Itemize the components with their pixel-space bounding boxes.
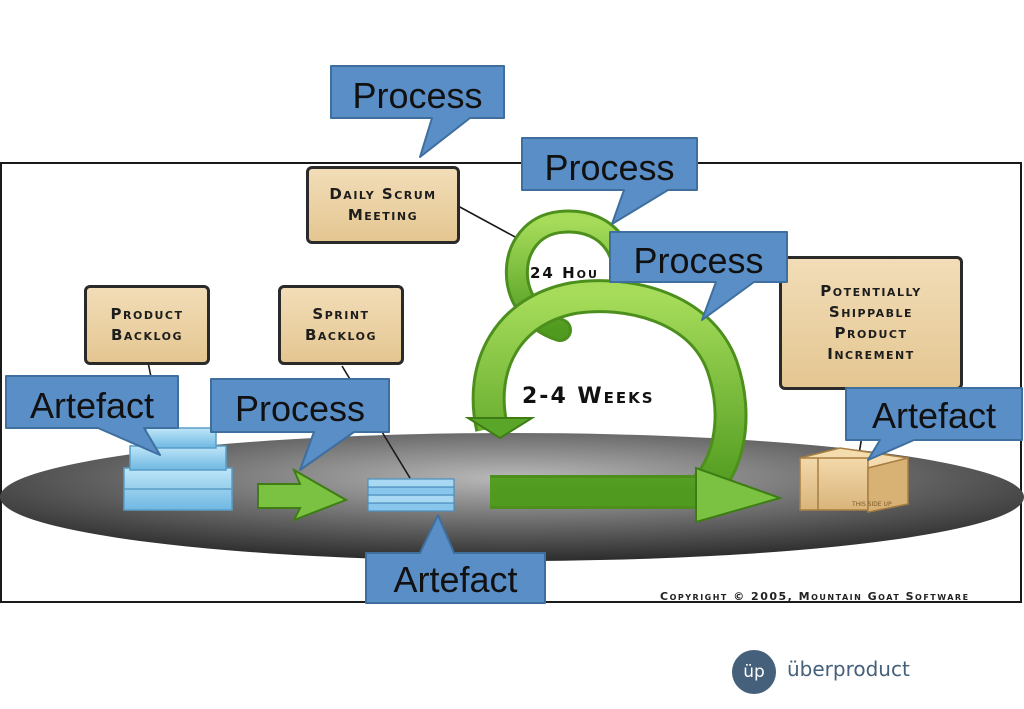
increment-line-2: Shippable: [828, 303, 914, 321]
callout-bubble-artefact-product-backlog: [5, 375, 179, 456]
uberproduct-logo: üp: [732, 650, 776, 694]
callout-bubble-process-daily: [330, 65, 505, 158]
sprint-backlog-box: Sprint Backlog: [278, 285, 404, 365]
product-backlog-stack: [123, 427, 233, 511]
callout-artefact-sprint-backlog: Artefact: [393, 559, 518, 600]
increment-line-4: Increment: [827, 345, 915, 363]
callout-bubble-artefact-sprint-backlog: [365, 514, 546, 604]
daily-cycle-label: 24 Hou: [530, 264, 599, 282]
sprint-cycle-label: 2-4 Weeks: [522, 384, 655, 409]
increment-line-1: Potentially: [820, 282, 922, 300]
sprint-loop-arrowhead: [464, 417, 536, 440]
callout-bubble-process-planning: [210, 378, 390, 471]
callout-bubble-process-loop: [521, 137, 698, 225]
callout-process-daily: Process: [352, 75, 483, 116]
product-backlog-line-1: Product: [110, 305, 184, 323]
product-backlog-line-2: Backlog: [110, 326, 184, 344]
callout-artefact-product-backlog: Artefact: [29, 385, 155, 426]
daily-scrum-line-1: Daily Scrum: [329, 185, 437, 203]
release-arrowhead: [695, 466, 784, 524]
daily-scrum-box: Daily Scrum Meeting: [306, 166, 460, 244]
increment-line-3: Product: [834, 324, 908, 342]
callout-process-loop: Process: [544, 147, 675, 188]
copyright-notice: Copyright © 2005, Mountain Goat Software: [660, 590, 970, 603]
increment-crate: [799, 447, 909, 513]
logo-text: üp: [743, 662, 765, 682]
product-backlog-box: Product Backlog: [84, 285, 210, 365]
callout-artefact-increment: Artefact: [871, 395, 997, 436]
callout-process-sprint: Process: [633, 240, 764, 281]
sprint-backlog-line-2: Backlog: [304, 326, 378, 344]
sprint-backlog-line-1: Sprint: [312, 305, 370, 323]
callout-process-planning: Process: [234, 388, 366, 429]
brand-name: überproduct: [787, 657, 910, 681]
increment-box: Potentially Shippable Product Increment: [779, 256, 963, 390]
crate-label: THIS SIDE UP: [852, 501, 892, 508]
planning-arrow: [257, 467, 349, 522]
daily-scrum-line-2: Meeting: [347, 206, 419, 224]
callout-bubble-artefact-increment: [845, 387, 1023, 461]
sprint-backlog-stack: [367, 478, 455, 512]
callout-bubble-process-sprint: [609, 231, 788, 321]
